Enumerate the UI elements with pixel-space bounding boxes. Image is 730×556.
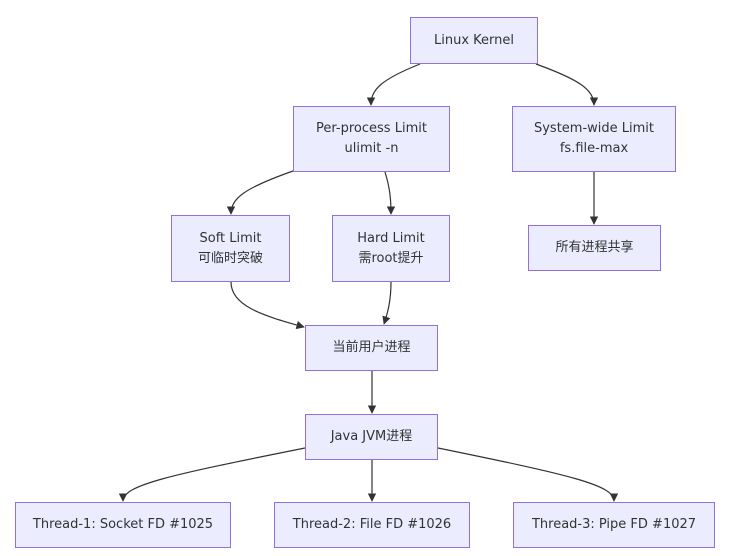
node-linux-kernel[interactable]: Linux Kernel [410, 17, 538, 64]
node-sublabel: 需root提升 [358, 250, 424, 266]
node-per-process-limit[interactable]: Per-process Limit ulimit -n [293, 106, 450, 172]
node-hard-limit[interactable]: Hard Limit 需root提升 [332, 215, 450, 282]
node-system-wide-limit[interactable]: System-wide Limit fs.file-max [512, 106, 676, 172]
edge-perproc-soft [226, 170, 294, 215]
node-label: System-wide Limit [533, 121, 655, 136]
edge-hard-user [382, 281, 392, 325]
edge-jvm-t3 [437, 447, 619, 502]
node-label: 当前用户进程 [332, 340, 411, 355]
node-sublabel: ulimit -n [344, 141, 399, 156]
node-label: Thread-2: File FD #1026 [292, 517, 452, 532]
node-current-user-process[interactable]: 当前用户进程 [305, 325, 438, 371]
node-label: Thread-3: Pipe FD #1027 [531, 517, 697, 532]
node-label: 所有进程共享 [555, 240, 634, 255]
node-java-jvm-process[interactable]: Java JVM进程 [305, 414, 438, 460]
node-label: Hard Limit [357, 230, 425, 246]
node-thread-1[interactable]: Thread-1: Socket FD #1025 [15, 502, 231, 548]
edge-kernel-system [535, 63, 599, 106]
node-label: Soft Limit [199, 230, 262, 246]
edge-jvm-t1 [118, 447, 306, 502]
edge-soft-user [230, 281, 305, 330]
node-soft-limit[interactable]: Soft Limit 可临时突破 [171, 215, 290, 282]
node-label: Thread-1: Socket FD #1025 [32, 517, 214, 532]
node-shared-by-all-processes[interactable]: 所有进程共享 [528, 225, 661, 271]
node-thread-2[interactable]: Thread-2: File FD #1026 [274, 502, 470, 548]
edge-perproc-hard [384, 171, 396, 215]
node-sublabel: fs.file-max [559, 141, 629, 156]
edge-kernel-perproc [366, 63, 421, 106]
node-label: Java JVM进程 [330, 429, 413, 444]
node-sublabel: 可临时突破 [197, 250, 263, 266]
node-thread-3[interactable]: Thread-3: Pipe FD #1027 [513, 502, 715, 548]
node-label: Per-process Limit [316, 121, 427, 136]
node-label: Linux Kernel [434, 32, 514, 48]
